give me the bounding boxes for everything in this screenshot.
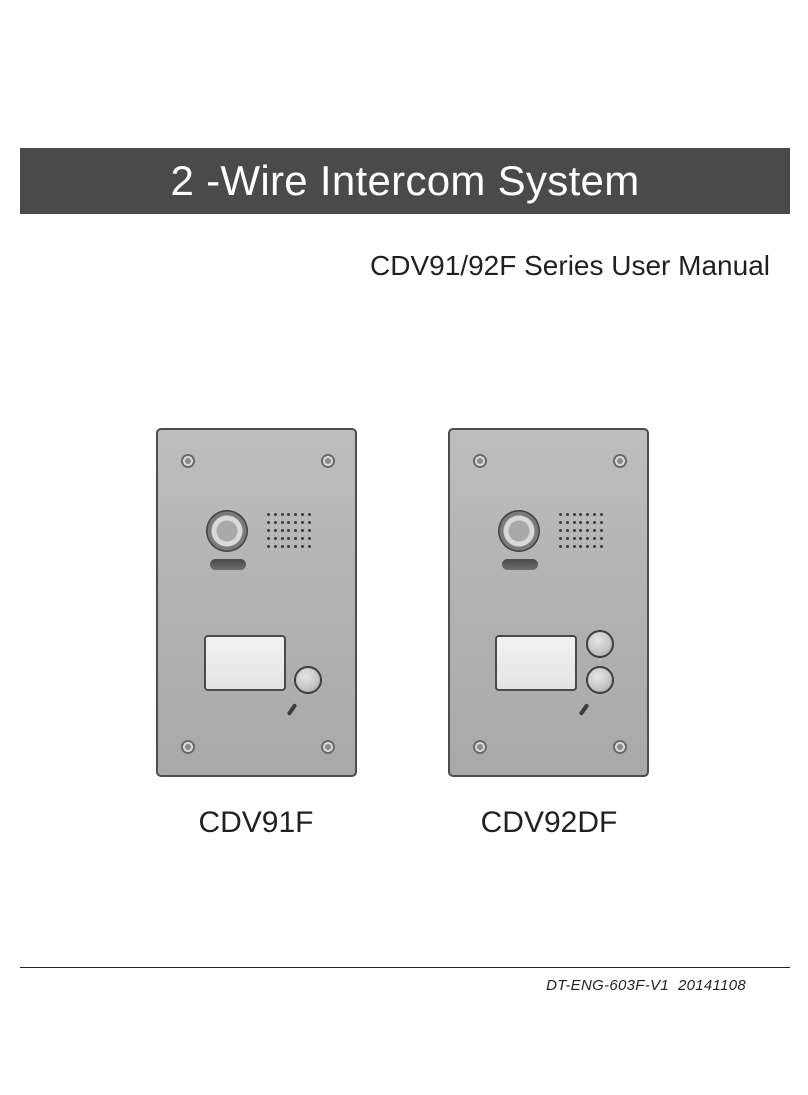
call-button-2-icon bbox=[586, 666, 614, 694]
ir-led-icon bbox=[502, 559, 538, 570]
title-banner: 2 -Wire Intercom System bbox=[20, 148, 790, 214]
microphone-icon bbox=[578, 703, 590, 716]
call-button-1-icon bbox=[586, 630, 614, 658]
document-id: DT-ENG-603F-V1 bbox=[546, 977, 670, 994]
model-label-cdv91f: CDV91F bbox=[198, 806, 314, 839]
ir-led-icon bbox=[210, 559, 246, 570]
screw-icon bbox=[473, 740, 487, 754]
screw-icon bbox=[473, 454, 487, 468]
nameplate-window bbox=[204, 635, 286, 691]
document-title: 2 -Wire Intercom System bbox=[170, 157, 640, 204]
screw-icon bbox=[181, 454, 195, 468]
document-date: 20141108 bbox=[677, 977, 746, 994]
speaker-grille-icon bbox=[557, 510, 605, 550]
footer-divider bbox=[20, 967, 790, 968]
microphone-icon bbox=[286, 703, 298, 716]
cdv91f-panel-illustration bbox=[156, 428, 357, 777]
camera-lens-icon bbox=[206, 510, 248, 552]
nameplate-window bbox=[495, 635, 577, 691]
speaker-grille-icon bbox=[265, 510, 313, 550]
screw-icon bbox=[613, 740, 627, 754]
screw-icon bbox=[613, 454, 627, 468]
call-button-icon bbox=[294, 666, 322, 694]
screw-icon bbox=[321, 454, 335, 468]
document-code: DT-ENG-603F-V1 20141108 bbox=[546, 977, 746, 994]
camera-lens-icon bbox=[498, 510, 540, 552]
cdv92df-panel-illustration bbox=[448, 428, 649, 777]
screw-icon bbox=[181, 740, 195, 754]
document-subtitle: CDV91/92F Series User Manual bbox=[370, 250, 770, 281]
model-label-cdv92df: CDV92DF bbox=[480, 806, 618, 839]
screw-icon bbox=[321, 740, 335, 754]
